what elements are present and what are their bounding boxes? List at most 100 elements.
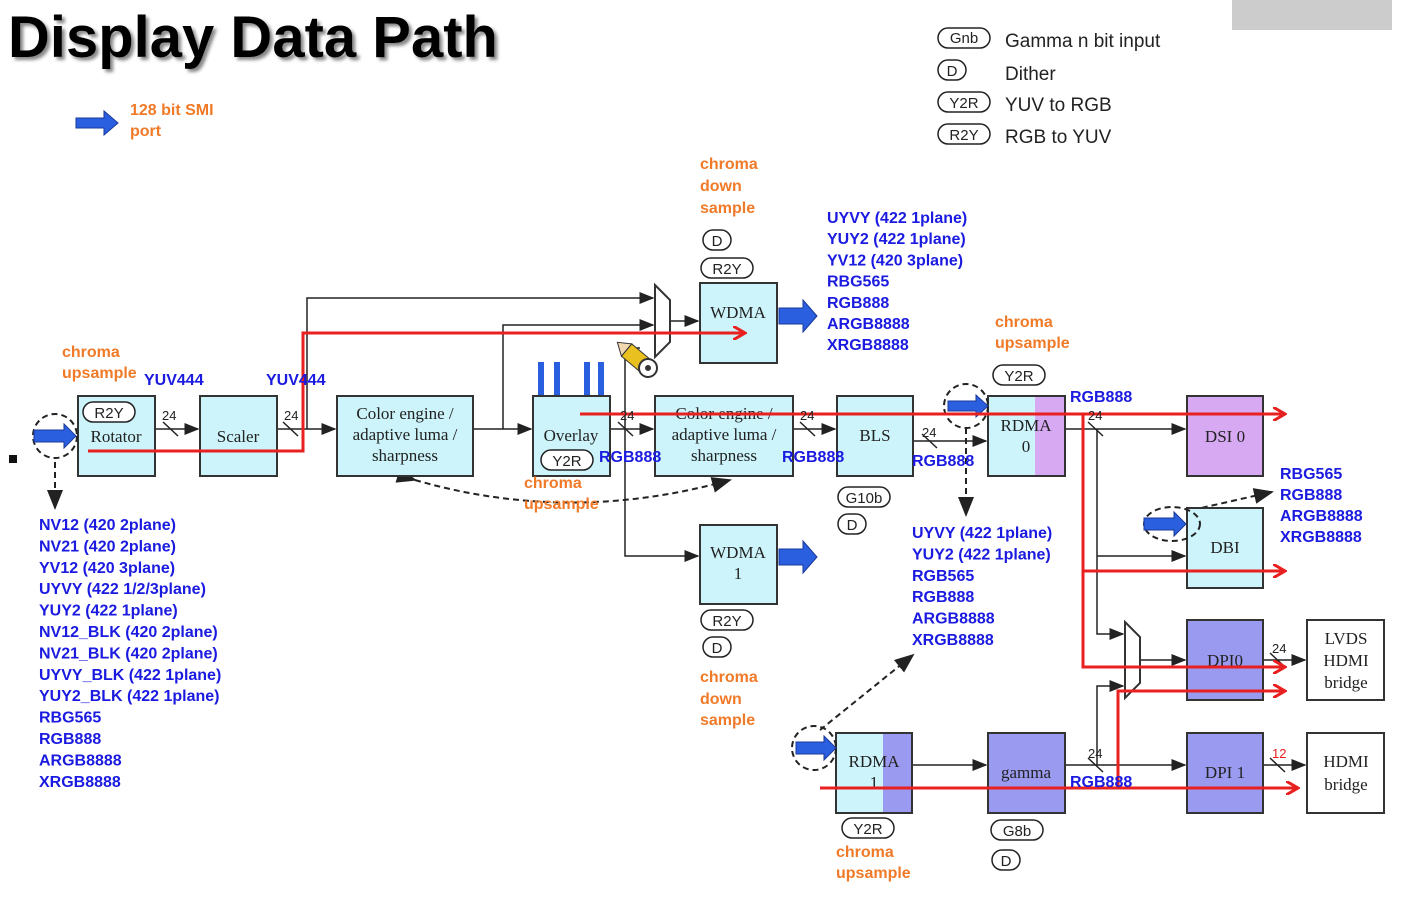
format-item: YV12 (420 3plane) bbox=[827, 252, 963, 269]
block-dbi: DBI bbox=[1186, 507, 1264, 589]
page-title: Display Data Path bbox=[8, 5, 498, 70]
wdma1-output-arrow-icon bbox=[778, 539, 818, 575]
svg-text:chroma: chroma bbox=[836, 844, 894, 861]
svg-text:Gnb: Gnb bbox=[950, 30, 978, 47]
format-item: YUY2_BLK (422 1plane) bbox=[39, 688, 220, 705]
svg-text:BLS: BLS bbox=[859, 426, 890, 445]
svg-text:sharpness: sharpness bbox=[372, 446, 438, 465]
svg-text:24: 24 bbox=[1272, 641, 1286, 656]
format-item: RGB888 bbox=[1280, 487, 1342, 504]
svg-text:RDMA: RDMA bbox=[848, 752, 900, 771]
format-item: YUY2 (422 1plane) bbox=[912, 546, 1051, 563]
block-gamma: gamma bbox=[987, 732, 1066, 814]
svg-text:upsample: upsample bbox=[836, 865, 911, 882]
svg-text:1: 1 bbox=[870, 773, 879, 792]
svg-text:RGB888: RGB888 bbox=[1070, 389, 1132, 406]
svg-text:HDMI: HDMI bbox=[1323, 651, 1369, 670]
format-item: NV12_BLK (420 2plane) bbox=[39, 624, 218, 641]
svg-text:upsample: upsample bbox=[62, 365, 137, 382]
format-item: UYVY (422 1/2/3plane) bbox=[39, 581, 206, 598]
svg-text:D: D bbox=[712, 233, 723, 250]
format-item: RGB565 bbox=[912, 568, 974, 585]
svg-text:YUV444: YUV444 bbox=[266, 372, 326, 389]
svg-text:R2Y: R2Y bbox=[949, 127, 978, 144]
svg-text:DSI 0: DSI 0 bbox=[1205, 427, 1245, 446]
svg-text:RGB888: RGB888 bbox=[782, 449, 844, 466]
format-item: UYVY_BLK (422 1plane) bbox=[39, 667, 221, 684]
svg-text:24: 24 bbox=[284, 408, 298, 423]
block-color-engine-1: Color engine / adaptive luma / sharpness bbox=[336, 395, 474, 477]
format-list-wdma0-output: UYVY (422 1plane)YUY2 (422 1plane)YV12 (… bbox=[827, 210, 967, 354]
svg-text:adaptive luma /: adaptive luma / bbox=[672, 425, 777, 444]
svg-text:24: 24 bbox=[1088, 746, 1102, 761]
format-item: NV21_BLK (420 2plane) bbox=[39, 645, 218, 662]
data-paths-red bbox=[88, 333, 1298, 788]
blurred-logo bbox=[1232, 0, 1392, 30]
svg-text:RGB to YUV: RGB to YUV bbox=[1005, 127, 1112, 148]
svg-text:Y2R: Y2R bbox=[552, 453, 581, 470]
format-item: RGB888 bbox=[827, 295, 889, 312]
svg-text:0: 0 bbox=[1022, 437, 1031, 456]
svg-text:sample: sample bbox=[700, 712, 755, 729]
block-overlay: Overlay Y2R bbox=[532, 362, 611, 477]
svg-text:down: down bbox=[700, 691, 742, 708]
block-dsi0: DSI 0 bbox=[1186, 395, 1264, 477]
format-item: ARGB8888 bbox=[1280, 508, 1363, 525]
svg-text:YUV to RGB: YUV to RGB bbox=[1005, 95, 1112, 116]
format-item: ARGB8888 bbox=[39, 752, 122, 769]
format-item: UYVY (422 1plane) bbox=[827, 210, 967, 227]
format-item: RBG565 bbox=[1280, 466, 1342, 483]
format-item: RBG565 bbox=[39, 710, 101, 727]
marker-square bbox=[9, 455, 17, 463]
svg-text:Overlay: Overlay bbox=[544, 426, 599, 445]
svg-text:port: port bbox=[130, 123, 162, 140]
format-item: NV12 (420 2plane) bbox=[39, 517, 176, 534]
format-list-input: NV12 (420 2plane) NV21 (420 2plane) YV12 (… bbox=[39, 517, 221, 791]
svg-text:Y2R: Y2R bbox=[949, 95, 978, 112]
svg-text:DBI: DBI bbox=[1210, 538, 1240, 557]
block-scaler: Scaler bbox=[199, 395, 278, 477]
svg-text:D: D bbox=[712, 640, 723, 657]
svg-text:HDMI: HDMI bbox=[1323, 752, 1369, 771]
svg-text:WDMA: WDMA bbox=[710, 543, 766, 562]
format-item: RGB888 bbox=[39, 731, 101, 748]
svg-text:down: down bbox=[700, 178, 742, 195]
svg-text:RGB888: RGB888 bbox=[912, 453, 974, 470]
block-rotator: R2Y Rotator bbox=[77, 395, 156, 477]
svg-text:24: 24 bbox=[922, 425, 936, 440]
format-item: XRGB8888 bbox=[1280, 529, 1362, 546]
svg-text:R2Y: R2Y bbox=[94, 405, 123, 422]
block-dpi1: DPI 1 bbox=[1186, 732, 1264, 814]
format-item: NV21 (420 2plane) bbox=[39, 538, 176, 555]
format-item: YUY2 (422 1plane) bbox=[39, 603, 178, 620]
svg-text:chroma: chroma bbox=[700, 669, 758, 686]
svg-text:Y2R: Y2R bbox=[853, 821, 882, 838]
format-labels: YUV444 YUV444 RGB888 RGB888 RGB888 RGB88… bbox=[144, 372, 1132, 791]
svg-text:24: 24 bbox=[162, 408, 176, 423]
svg-text:1: 1 bbox=[734, 564, 743, 583]
format-item: YV12 (420 3plane) bbox=[39, 560, 175, 577]
svg-text:bridge: bridge bbox=[1324, 775, 1367, 794]
format-item: ARGB8888 bbox=[912, 611, 995, 628]
svg-text:bridge: bridge bbox=[1324, 673, 1367, 692]
svg-text:chroma: chroma bbox=[524, 475, 582, 492]
legend-smi-port: 128 bit SMI port bbox=[75, 102, 214, 140]
svg-text:Scaler: Scaler bbox=[217, 427, 260, 446]
format-item: XRGB8888 bbox=[912, 632, 994, 649]
svg-text:chroma: chroma bbox=[700, 156, 758, 173]
svg-text:DPI0: DPI0 bbox=[1207, 651, 1243, 670]
svg-text:Dither: Dither bbox=[1005, 64, 1056, 85]
svg-text:Color engine /: Color engine / bbox=[356, 404, 454, 423]
smi-port-output-dbi bbox=[1143, 506, 1201, 542]
svg-text:adaptive luma /: adaptive luma / bbox=[353, 425, 458, 444]
svg-text:chroma: chroma bbox=[62, 344, 120, 361]
block-color-engine-2: Color engine /adaptive luma /sharpness bbox=[654, 395, 794, 477]
svg-text:chroma: chroma bbox=[995, 314, 1053, 331]
smi-port-input-rdma1 bbox=[791, 725, 837, 771]
legend-item-y2r: Y2R YUV to RGB bbox=[937, 91, 1112, 116]
